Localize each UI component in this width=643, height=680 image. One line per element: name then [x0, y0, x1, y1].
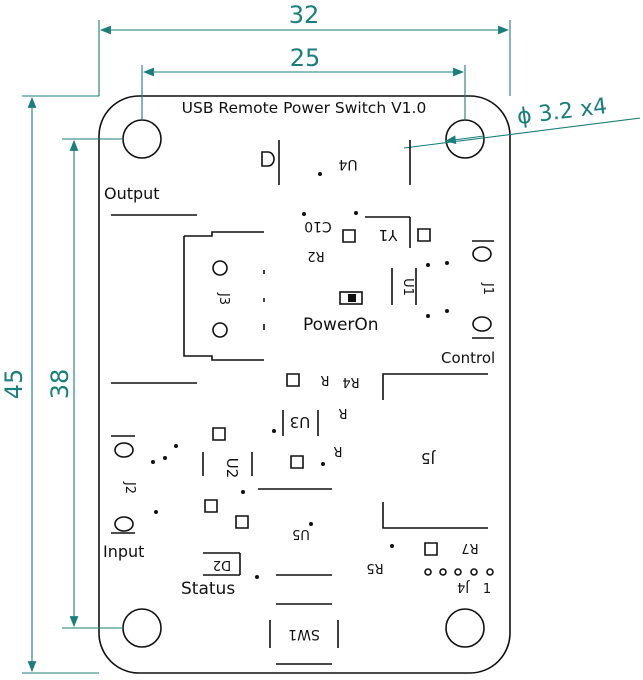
c10-label: C10 [304, 218, 332, 234]
j1-label: J1 [480, 282, 495, 295]
component-d2: D2 [203, 552, 259, 579]
u4-label: U4 [338, 156, 357, 172]
j4-pin1-label: 1 [483, 582, 491, 597]
component-u1: U1 [339, 261, 449, 318]
component-j3: J3 [183, 231, 265, 361]
u5-label: U5 [292, 526, 310, 541]
r5-label: R5 [366, 560, 383, 575]
dimension-width-holes: 25 [141, 44, 466, 120]
r7-label: R7 [461, 540, 478, 555]
r2-label: R2 [307, 248, 324, 263]
d2-label: D2 [213, 557, 231, 572]
component-j1: J1 [472, 240, 495, 339]
component-j5: J5 [382, 373, 488, 529]
r4-label: R4 [342, 374, 359, 389]
dim-width-holes-label: 25 [290, 44, 321, 72]
svg-text:R: R [338, 405, 347, 420]
component-u4: U4 [261, 140, 411, 185]
label-input: Input [103, 542, 144, 561]
label-control: Control [441, 349, 495, 367]
component-j4: J4 1 [424, 568, 494, 597]
mounting-hole-bottom-left [122, 608, 162, 648]
dim-hole-label: ϕ 3.2 x4 [516, 94, 609, 130]
svg-text:R: R [333, 443, 342, 458]
component-u3: U3 [272, 410, 319, 436]
dimension-hole-callout: ϕ 3.2 x4 [403, 94, 641, 149]
label-status: Status [181, 579, 235, 599]
component-sw1: SW1 [269, 603, 339, 665]
svg-text:R: R [320, 372, 329, 387]
u3-label: U3 [290, 413, 311, 431]
component-j2: J2 [111, 435, 178, 534]
mounting-hole-top-left [122, 119, 162, 159]
board-outline [98, 95, 511, 674]
dimension-height-outer: 45 [0, 95, 99, 674]
component-u2: U2 [202, 452, 253, 479]
u2-label: U2 [223, 458, 241, 479]
label-poweron: PowerOn [303, 315, 379, 335]
mounting-hole-bottom-right [445, 608, 485, 648]
label-output: Output [104, 184, 160, 203]
j2-label: J2 [122, 481, 137, 494]
j3-label: J3 [216, 292, 231, 305]
j5-label: J5 [421, 449, 436, 467]
j4-label: J4 [457, 579, 470, 594]
board-title: USB Remote Power Switch V1.0 [182, 99, 427, 117]
dim-height-holes-label: 38 [46, 369, 74, 400]
y1-label: Y1 [379, 226, 399, 244]
dimension-width-outer: 32 [98, 1, 511, 96]
sw1-label: SW1 [288, 626, 320, 642]
dimension-height-holes: 38 [46, 138, 123, 629]
u1-label: U1 [400, 278, 415, 296]
dim-height-outer-label: 45 [0, 369, 28, 400]
dim-width-outer-label: 32 [289, 1, 320, 29]
